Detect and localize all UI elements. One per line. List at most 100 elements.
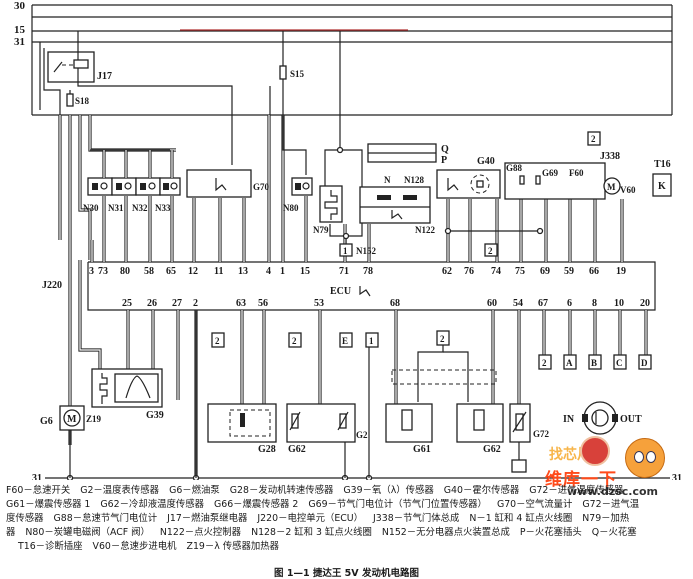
hall-sensor-g40: G40 2 — [436, 156, 544, 257]
tag-text: C — [616, 358, 623, 368]
legend-item: G72－进气温度传感器 — [529, 485, 624, 496]
fuse-s18: S18 — [66, 90, 90, 107]
ecu-pin-label: 53 — [314, 298, 324, 309]
legend-item: J17－燃油泵继电器 — [167, 513, 248, 524]
ecu-pin-label: 4 — [266, 266, 271, 277]
ecu-pin-label: 59 — [564, 266, 574, 277]
heater-z19-icon — [99, 373, 108, 404]
airflow-meter-g70: G70 — [186, 115, 270, 198]
heater-icon — [324, 190, 338, 220]
transistor-icon — [591, 409, 609, 427]
motor-label: M — [607, 182, 616, 192]
thermistor-g2-arrow — [337, 411, 349, 431]
potentiometer-g88-icon — [519, 175, 525, 185]
ecu-pin-label: 60 — [487, 298, 497, 309]
knock-element-icon — [401, 409, 413, 431]
ecu-pin-label: 69 — [540, 266, 550, 277]
ecu-pin-label: 71 — [339, 266, 349, 277]
label-z19: Z19 — [86, 414, 102, 424]
knock-element-icon — [473, 409, 485, 431]
tag-a — [563, 354, 577, 370]
harness-wire-inner — [79, 115, 91, 260]
n152-feed2 — [340, 149, 363, 187]
harness-wire — [88, 115, 176, 152]
injector-icon — [140, 183, 146, 190]
injector-box — [87, 177, 113, 196]
watermark-url: www.dzsc.com — [567, 485, 659, 498]
injector-n30: N30 — [83, 177, 113, 213]
coil-n128-icon — [403, 195, 417, 200]
tag-text: 2 — [542, 358, 547, 368]
ecu-pin-label: 2 — [193, 298, 198, 309]
legend-item: 器 — [6, 527, 16, 538]
tag-text: B — [591, 358, 597, 368]
legend-item: N80－炭罐电磁阀（ACF 阀） — [25, 527, 150, 538]
harness-wire-inner — [79, 260, 101, 370]
label-n122: N122 — [415, 225, 435, 235]
injector-coil-icon — [100, 182, 108, 190]
ecu-pin-label: 73 — [98, 266, 108, 277]
injectors: N30 N31 N32 N33 — [83, 149, 181, 213]
legend-item: J338－节气门体总成 — [373, 513, 460, 524]
n152-feed — [324, 115, 341, 186]
heater-n79: N79 — [313, 185, 343, 235]
n122-symbol-icon — [391, 210, 403, 220]
legend-item: G40－霍尔传感器 — [443, 485, 520, 496]
label-n152: N152 — [356, 246, 376, 256]
label-g2: G2 — [356, 430, 368, 440]
ecu-outline — [87, 261, 656, 311]
legend-item: N128－2 缸和 3 缸点火线圈 — [251, 527, 372, 538]
tag-text: A — [566, 358, 573, 368]
label-j338: J338 — [600, 151, 620, 162]
acf-valve-n80: N80 — [282, 115, 313, 213]
tag-c — [613, 354, 627, 370]
tag-1 — [365, 332, 379, 348]
label-g39: G39 — [146, 410, 164, 421]
label-g28: G28 — [258, 444, 276, 455]
fuse-icon — [279, 65, 287, 80]
tag-b — [588, 354, 602, 370]
legend-item: G61－爆震传感器 1 — [6, 499, 91, 510]
hall-element-icon — [476, 180, 484, 188]
legend-item: N152－无分电器点火装置总成 — [381, 527, 510, 538]
ecu-pin-label: 80 — [120, 266, 130, 277]
injector-coil-icon — [148, 182, 156, 190]
legend-item: G39－氧（λ）传感器 — [343, 485, 434, 496]
figure-caption: 图 1—1 捷达王 5V 发动机电路图 — [274, 568, 419, 579]
label-n: N — [384, 175, 391, 185]
label-g61: G61 — [413, 444, 431, 455]
legend-item: 度传感器 — [6, 513, 44, 524]
ecu-pin-label: 3 — [89, 266, 94, 277]
n80-icon — [295, 183, 301, 190]
tag-2 — [587, 131, 601, 146]
legend-item: G69－节气门电位计（节气门位置传感器） — [308, 499, 487, 510]
label-n79: N79 — [313, 225, 329, 235]
label-g88: G88 — [506, 163, 523, 173]
injector-coil-icon — [170, 182, 178, 190]
ecu-pin-label: 68 — [390, 298, 400, 309]
legend-item: N122－点火控制器 — [159, 527, 242, 538]
speed-sensor-g28: G28 2 — [207, 332, 277, 455]
relay-j17: J17 — [39, 31, 233, 115]
ecu-pin-label: 75 — [515, 266, 525, 277]
legend-item: N－1 缸和 4 缸点火线圈 — [469, 513, 573, 524]
legend-item: G28－发动机转速传感器 — [229, 485, 334, 496]
g72-connector — [511, 459, 527, 473]
rail-label-31: 31 — [14, 36, 25, 48]
ecu-pin-label: 67 — [538, 298, 548, 309]
injector-box — [135, 177, 161, 196]
junction-dot — [536, 227, 544, 235]
n80-box — [291, 177, 313, 196]
watermark-text: 维库一下 — [545, 470, 617, 490]
injector-icon — [116, 183, 122, 190]
legend-item: F60－怠速开关 — [6, 485, 71, 496]
label-g40: G40 — [477, 156, 495, 167]
ecu-pin-label: 25 — [122, 298, 132, 309]
tag-2 — [288, 332, 302, 348]
legend-item: G2－温度表传感器 — [80, 485, 160, 496]
coil-n-icon — [377, 195, 391, 200]
label-g62b: G62 — [483, 444, 501, 455]
legend-item: T16－诊断插座 — [18, 541, 83, 552]
